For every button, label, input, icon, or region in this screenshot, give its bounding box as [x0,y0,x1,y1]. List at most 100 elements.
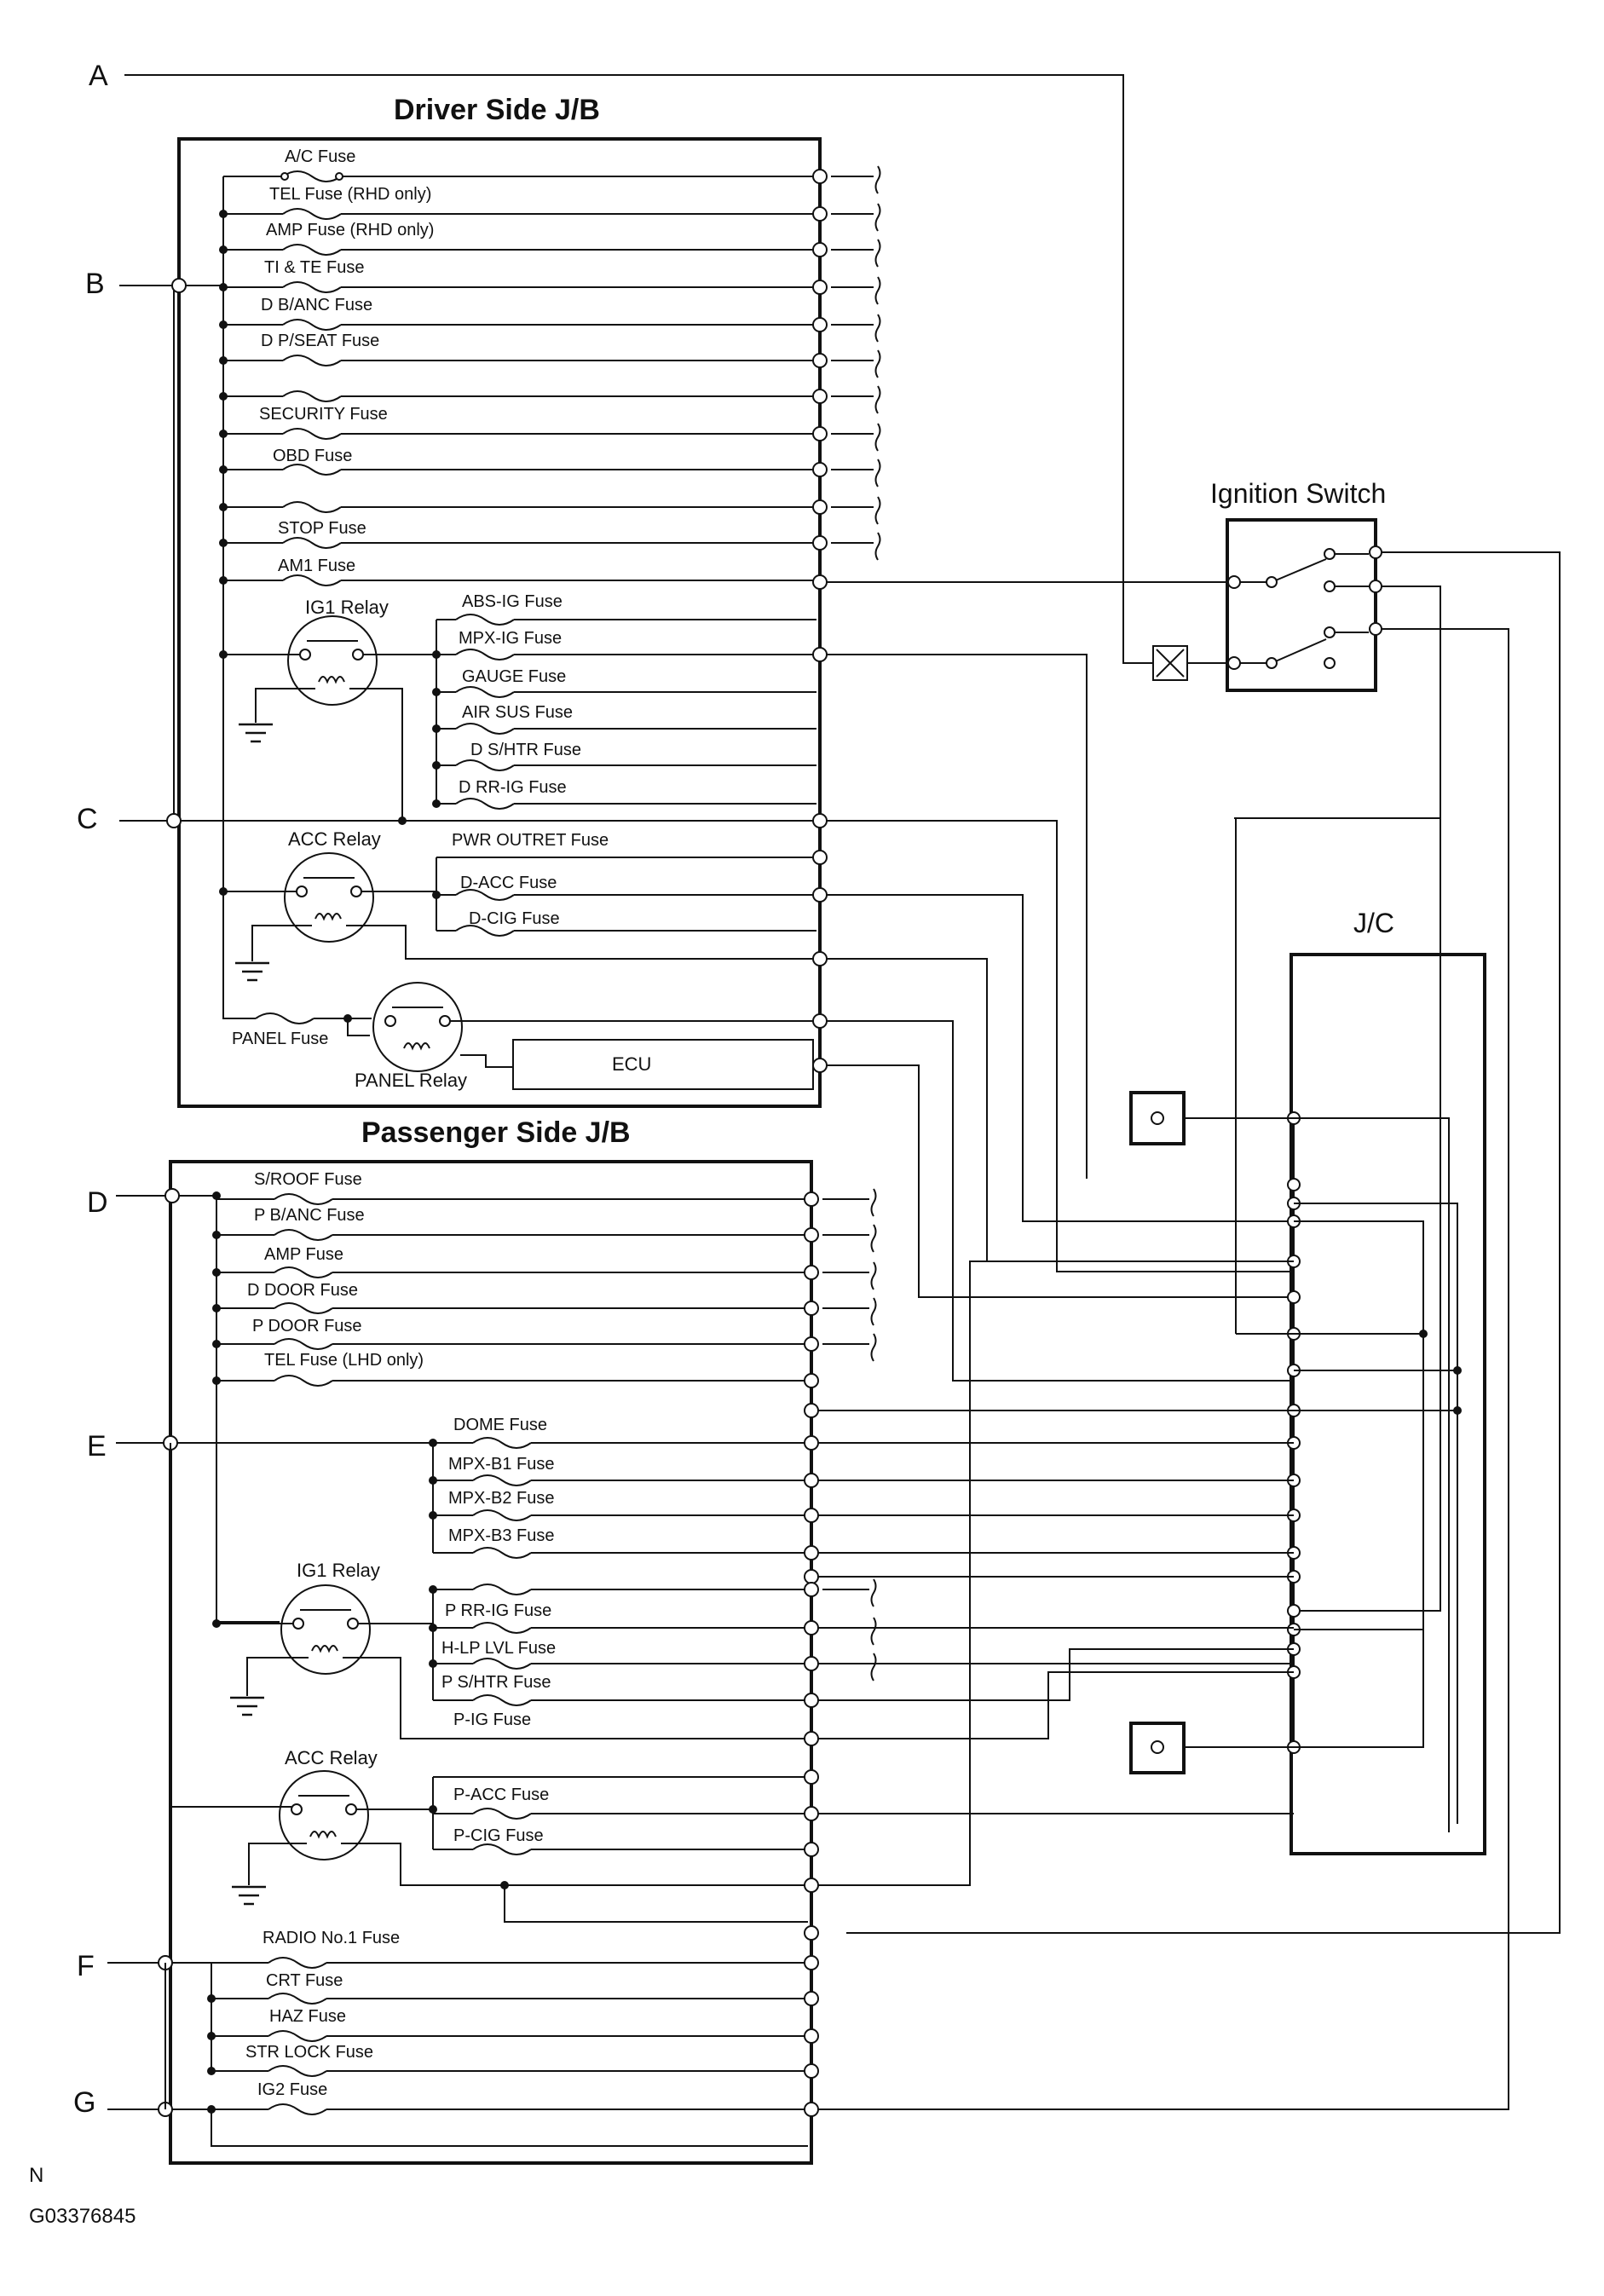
driver-jb-border [177,137,822,1108]
fuse-label: ABS-IG Fuse [462,592,563,611]
fuse-row: PWR OUTRET Fuse [436,831,816,858]
fuse-label: PWR OUTRET Fuse [452,831,609,850]
terminal-d: D [87,1186,108,1219]
terminal-g: G [73,2086,95,2119]
fuse-label: TEL Fuse (RHD only) [269,185,431,204]
passenger-e-fuse-rows: DOME Fuse MPX-B1 Fuse MPX-B2 Fuse M [429,1403,1294,1584]
fuse-label: OBD Fuse [273,447,352,465]
fuse-label: D B/ANC Fuse [261,296,372,314]
fuse-row: P-CIG Fuse [433,1826,819,1857]
fuse-label: H-LP LVL Fuse [441,1639,556,1658]
fuse-label: CRT Fuse [266,1971,343,1990]
fuse-row [219,385,881,414]
relay-label: ACC Relay [285,1747,378,1768]
driver-ig1-relay: IG1 Relay [219,597,436,825]
terminal-e: E [87,1430,107,1462]
passenger-ig1-fuse-rows: P RR-IG Fuse H-LP LVL Fuse P S/HTR Fuse [429,1578,1294,1746]
fuse-row: D P/SEAT Fuse [219,332,881,378]
fuse-label: MPX-B2 Fuse [448,1489,554,1508]
fuse-row: TEL Fuse (LHD only) [212,1351,819,1388]
passenger-acc-fuse-rows: P-ACC Fuse P-CIG Fuse [432,1260,1294,1893]
fuse-row [433,1769,819,1785]
fuse-label: P S/HTR Fuse [441,1673,551,1692]
fuse-row: CRT Fuse [207,1971,819,2006]
relay-label: IG1 Relay [305,597,389,618]
ignition-switch-box [1226,518,1377,692]
fuse-row [219,496,881,525]
fuse-label: TEL Fuse (LHD only) [264,1351,424,1370]
fuse-label: P-ACC Fuse [453,1785,549,1804]
fuse-row: OBD Fuse [219,447,881,487]
fuse-label: P-IG Fuse [453,1710,531,1729]
fuse-row: TEL Fuse (RHD only) [219,185,881,232]
jc-title: J/C [1353,908,1394,938]
passenger-top-fuse-rows: S/ROOF Fuse P B/ANC Fuse AMP Fuse [212,1170,877,1388]
fuse-row: STR LOCK Fuse [207,2043,819,2079]
terminal-b: B [85,268,105,300]
fuse-label: P-CIG Fuse [453,1826,544,1845]
fuse-label: AM1 Fuse [278,557,355,575]
fuse-label: STR LOCK Fuse [245,2043,373,2062]
jc-pin [1287,1290,1301,1304]
fuse-label: D S/HTR Fuse [470,741,581,759]
fuse-label: MPX-B3 Fuse [448,1526,554,1545]
fuse-label: D P/SEAT Fuse [261,332,379,350]
terminal-c: C [77,803,98,835]
fuse-row: P B/ANC Fuse [212,1206,877,1253]
fuse-row: D B/ANC Fuse [219,296,881,343]
fuse-label: D DOOR Fuse [247,1281,358,1300]
fuse-row: D RR-IG Fuse [432,778,816,810]
fuse-label: P DOOR Fuse [252,1317,362,1335]
relay-label: ACC Relay [288,828,381,850]
junction-connector: J/C [1129,817,1486,1855]
fuse-row: MPX-B1 Fuse [429,1455,819,1488]
jc-pin [1287,1604,1301,1618]
driver-acc-relay: ACC Relay [219,828,816,982]
fuse-label: A/C Fuse [285,147,355,166]
fuse-label: RADIO No.1 Fuse [263,1929,400,1947]
fuse-label: DOME Fuse [453,1416,547,1434]
footer-mark: N [29,2164,43,2187]
fuse-row: HAZ Fuse [207,2007,819,2044]
fuse-label: AIR SUS Fuse [462,703,573,722]
fuse-row: D-ACC Fuse [432,874,1294,1222]
fuse-label: P B/ANC Fuse [254,1206,365,1225]
fuse-label: MPX-IG Fuse [459,629,562,648]
passenger-ig1-relay: IG1 Relay [212,1560,808,1739]
fuse-row: P-ACC Fuse [433,1785,819,1821]
terminal-f: F [77,1950,95,1982]
fuse-row-am1: AM1 Fuse [219,557,1227,590]
fuse-row: H-LP LVL Fuse [429,1617,877,1658]
fuse-row: A/C Fuse [223,147,881,194]
fuse-label: TI & TE Fuse [264,258,364,277]
passenger-jb-title: Passenger Side J/B [361,1116,631,1149]
fuse-row: MPX-IG Fuse [432,629,1088,1179]
driver-panel-section: PANEL Fuse PANEL Relay ECU [222,584,1294,1382]
fuse-label: GAUGE Fuse [462,667,566,686]
terminal-a: A [89,60,108,92]
fuse-row: D S/HTR Fuse [432,741,816,771]
fuse-row: RADIO No.1 Fuse [211,1929,819,1970]
fuse-row: AMP Fuse [212,1245,877,1290]
fuse-row: P RR-IG Fuse [429,1578,877,1620]
fuse-row: ABS-IG Fuse [436,592,816,626]
passenger-acc-relay: ACC Relay [232,1747,808,1923]
driver-side-jb: Driver Side J/B A/C Fuse [119,74,1294,1382]
fuse-row: DOME Fuse [429,1416,819,1451]
fuse-row: D-CIG Fuse [436,909,816,937]
driver-acc-fuse-rows: PWR OUTRET Fuse D-ACC Fuse D-CIG Fuse [432,831,1294,1261]
fuse-label: D-ACC Fuse [460,874,557,892]
fuse-label: D RR-IG Fuse [459,778,567,797]
fuse-row: STOP Fuse [219,519,881,561]
fuse-label: MPX-B1 Fuse [448,1455,554,1474]
fuse-row: P S/HTR Fuse [429,1653,877,1692]
driver-top-fuse-rows: A/C Fuse TEL Fuse (RHD only) AMP Fuse (R… [219,147,1227,590]
fuse-row: P DOOR Fuse [212,1317,877,1362]
fuse-row: GAUGE Fuse [432,667,816,698]
fuse-label: SECURITY Fuse [259,405,388,424]
ecu-box [512,1039,814,1090]
fuse-row: MPX-B2 Fuse [429,1489,819,1523]
jc-pins [1287,1111,1301,1754]
passenger-f-fuse-rows: RADIO No.1 Fuse CRT Fuse HAZ Fuse [207,1929,819,2079]
